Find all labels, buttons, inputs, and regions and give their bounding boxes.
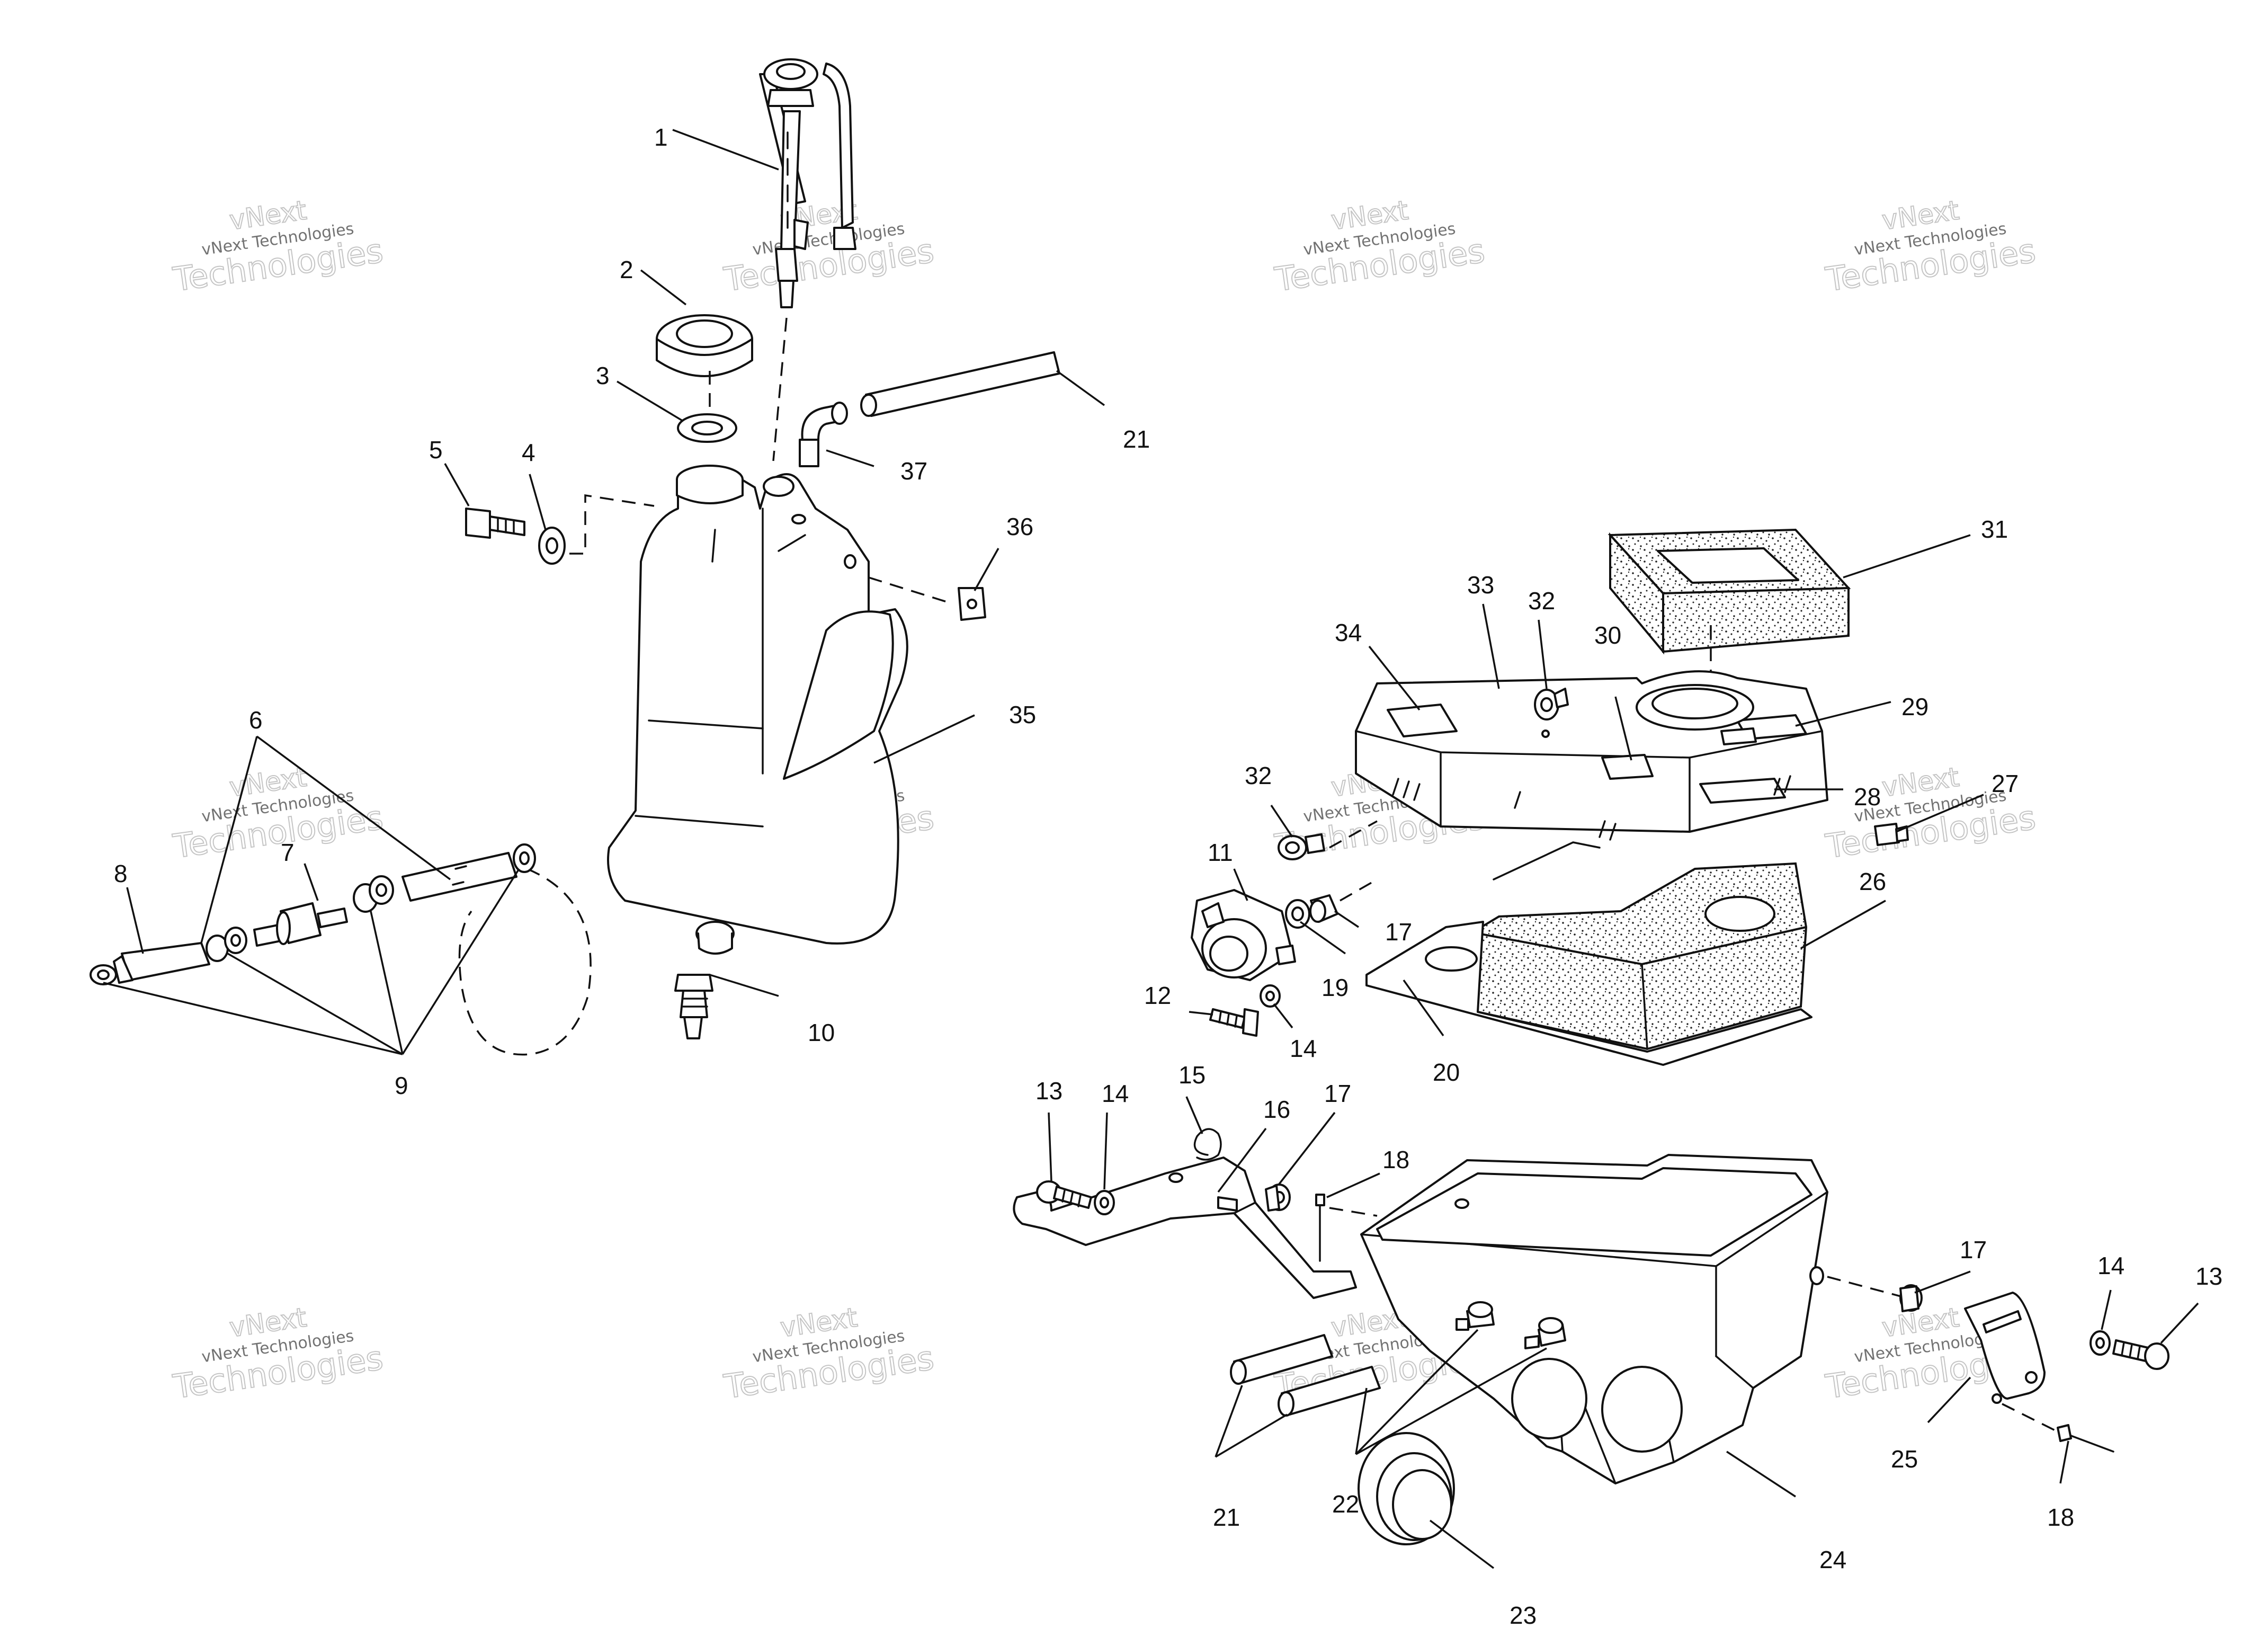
callout-28: 28 [1854, 783, 1881, 811]
pin-18-right [2057, 1424, 2114, 1453]
foam-filter [1471, 862, 1808, 1051]
callout-31: 31 [1981, 515, 2008, 543]
callout-34: 34 [1335, 619, 1362, 646]
watermark: vNext vNext Technologies Technologies [1823, 761, 2039, 867]
spring-clip [1193, 1128, 1222, 1161]
callout-16: 16 [1263, 1096, 1290, 1123]
bracket [1013, 1156, 1357, 1299]
watermark: vNext vNext Technologies Technologies [721, 1302, 937, 1407]
callout-25: 25 [1891, 1445, 1918, 1473]
leader-lines [103, 129, 2199, 1569]
watermark: vNext vNext Technologies Technologies [1823, 194, 2039, 300]
callout-3: 3 [596, 362, 610, 389]
cap-gasket [677, 413, 737, 443]
callout-5: 5 [429, 436, 443, 464]
callout-26: 26 [1859, 868, 1886, 895]
callout-36: 36 [1006, 513, 1033, 540]
airbox-assembly [1013, 528, 2169, 1545]
callout-13-right: 13 [2195, 1262, 2222, 1290]
callout-21-bottom: 21 [1213, 1504, 1240, 1531]
callout-labels: 1 2 3 4 5 6 7 8 9 10 11 12 13 14 15 16 1… [114, 123, 2222, 1628]
callout-18: 18 [1382, 1146, 1409, 1173]
bolt-13-left [1036, 1180, 1092, 1209]
bracket-plate [1964, 1292, 2046, 1404]
oil-tank [607, 465, 908, 955]
screw-12 [1209, 1008, 1259, 1037]
vent-hose [860, 351, 1060, 417]
callout-7: 7 [281, 839, 294, 866]
pin-18-mid [1315, 1194, 1325, 1262]
callout-32-left: 32 [1245, 762, 1272, 789]
clamp-32-top [1534, 688, 1569, 738]
callout-12: 12 [1144, 982, 1171, 1009]
airbox-lid [1355, 670, 1828, 841]
oil-tank-assembly [90, 58, 1060, 1056]
callout-22: 22 [1332, 1490, 1359, 1518]
tank-cap [656, 314, 753, 377]
oil-line-assembly [90, 843, 536, 985]
callout-13: 13 [1035, 1077, 1062, 1105]
callout-33: 33 [1467, 571, 1494, 599]
actuator [1191, 889, 1296, 981]
callout-17-mid: 17 [1324, 1080, 1351, 1107]
dipstick [759, 58, 856, 308]
callout-14: 14 [1290, 1035, 1317, 1062]
callout-18-right: 18 [2047, 1504, 2074, 1531]
watermark: vNext vNext Technologies Technologies [1272, 194, 1488, 300]
washer-19 [1285, 899, 1310, 929]
clip [958, 587, 986, 621]
airbox-base [1360, 1154, 1828, 1484]
lock-washer-14-right [2090, 1330, 2111, 1356]
callout-29: 29 [1901, 693, 1928, 720]
callout-6: 6 [249, 706, 263, 734]
lock-washer-14-top [1260, 984, 1281, 1008]
callout-1: 1 [654, 123, 668, 151]
callout-15: 15 [1178, 1061, 1206, 1089]
callout-23: 23 [1510, 1602, 1537, 1628]
watermark: vNext vNext Technologies Technologies [170, 194, 386, 300]
callout-2: 2 [620, 256, 633, 283]
foam-filter-top [1608, 528, 1851, 655]
callout-20: 20 [1433, 1058, 1460, 1086]
bolt-13-right [2112, 1339, 2169, 1370]
watermark: vNext vNext Technologies Technologies [721, 194, 937, 300]
callout-14-left: 14 [1102, 1080, 1129, 1107]
callout-19: 19 [1321, 974, 1349, 1001]
clamp-32-left [1278, 833, 1325, 860]
intake-boot [1358, 1432, 1455, 1545]
callout-32: 32 [1528, 587, 1555, 615]
callout-24: 24 [1819, 1546, 1846, 1573]
hoses-21-bottom [1230, 1334, 1381, 1417]
callout-21: 21 [1123, 425, 1150, 453]
grommet-17-right [1899, 1284, 1923, 1312]
drain-fitting [674, 974, 713, 1039]
gasket-plate [1365, 921, 1812, 1066]
callout-4: 4 [522, 439, 535, 466]
callout-37: 37 [900, 457, 927, 485]
callout-17-right: 17 [1960, 1236, 1987, 1264]
lock-washer-14-left [1094, 1190, 1115, 1215]
watermark: vNext vNext Technologies Technologies [170, 761, 386, 867]
grommet-17-mid [1265, 1184, 1291, 1212]
callout-9: 9 [395, 1072, 408, 1099]
callout-14-right: 14 [2097, 1252, 2124, 1279]
elbow-fitting [799, 402, 848, 467]
callout-10: 10 [808, 1019, 835, 1046]
callout-17: 17 [1385, 918, 1412, 946]
grommet-17-top [1309, 894, 1338, 923]
callout-8: 8 [114, 860, 128, 887]
bolt [465, 508, 525, 539]
washer [538, 527, 566, 565]
callout-35: 35 [1009, 701, 1036, 728]
callout-30: 30 [1594, 621, 1621, 649]
callout-27: 27 [1992, 770, 2019, 797]
watermark: vNext vNext Technologies Technologies [170, 1302, 386, 1407]
callout-11: 11 [1208, 839, 1233, 866]
